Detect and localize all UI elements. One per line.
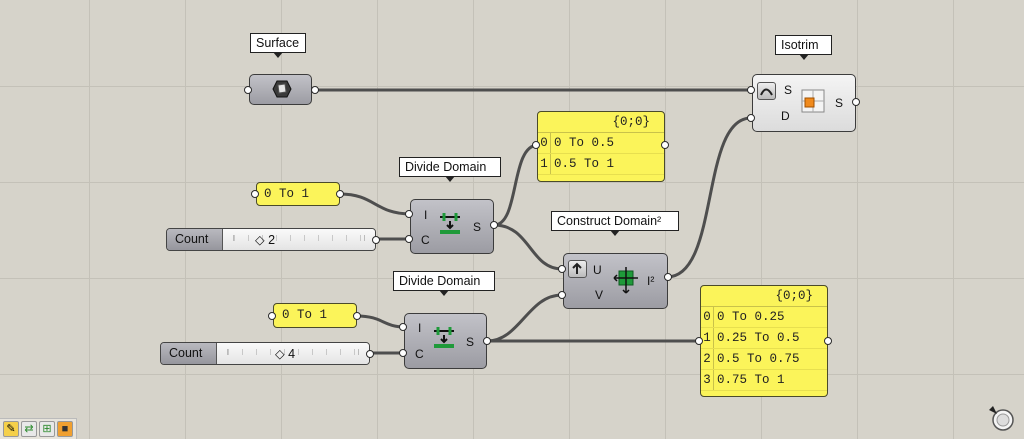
divide-domain-2-label: Divide Domain [393,271,495,296]
construct-output-i2: I² [647,274,655,288]
panel2-output-grip[interactable] [824,337,832,345]
construct-input-u: U [593,263,602,277]
isotrim-output-s: S [835,96,844,110]
domain-param-2-input-grip[interactable] [268,312,276,320]
construct-domain2[interactable]: U V I² [563,253,668,309]
isotrim-input-s: S [784,83,793,97]
surface-param-icon [272,79,292,99]
divide-domain-icon [439,212,461,236]
divide1-input-grip-i[interactable] [405,210,413,218]
panel2-input-grip[interactable] [695,337,703,345]
slider-ticks [233,235,365,241]
count-slider-1[interactable]: Count ◇ 2 [166,228,376,251]
domain-param-2-output-grip[interactable] [353,312,361,320]
divide-domain-2[interactable]: I C S [404,313,487,369]
isotrim-label: Isotrim [775,35,832,60]
domain-hint-icon [568,260,587,278]
count-slider-2[interactable]: Count ◇ 4 [160,342,370,365]
divide2-input-grip-i[interactable] [399,323,407,331]
canvas-toolbar: ✎ ⇄ ⊞ ■ [0,418,77,439]
slider-name: Count [167,229,223,250]
construct-domain2-icon [613,266,639,294]
slider-knob-icon: ◇ [275,347,285,361]
construct-input-v: V [595,288,604,302]
slider1-output-grip[interactable] [372,236,380,244]
construct-input-grip-v[interactable] [558,291,566,299]
slider-track[interactable]: ◇ 4 [217,343,369,364]
domain-param-1[interactable]: 0 To 1 [256,182,340,206]
navigation-compass-icon[interactable] [987,404,1015,432]
slider-name: Count [161,343,217,364]
divide2-output-s: S [466,335,475,349]
divide-domain-icon [433,326,455,350]
slider-value: 4 [288,347,296,361]
slider-knob-icon: ◇ [255,233,265,247]
surface-input-grip[interactable] [244,86,252,94]
construct-input-grip-u[interactable] [558,265,566,273]
stop-icon[interactable]: ■ [57,421,73,437]
divide2-output-grip[interactable] [483,337,491,345]
isotrim-output-grip[interactable] [852,98,860,106]
domain-param-1-input-grip[interactable] [251,190,259,198]
slider2-output-grip[interactable] [366,350,374,358]
wire-icon[interactable]: ⇄ [21,421,37,437]
construct-domain-label: Construct Domain² [551,211,679,236]
panel1-output-grip[interactable] [661,141,669,149]
divide2-input-i: I [418,321,422,335]
panel-header: {0;0} [538,112,664,133]
divide1-input-i: I [424,208,428,222]
surface-label: Surface [250,33,306,58]
divide1-input-c: C [421,233,430,247]
divide1-input-grip-c[interactable] [405,235,413,243]
divide1-output-grip[interactable] [490,221,498,229]
surface-param[interactable] [249,74,312,105]
isotrim-input-grip-d[interactable] [747,114,755,122]
divide-domain-1-label: Divide Domain [399,157,501,182]
domain-param-2[interactable]: 0 To 1 [273,303,357,328]
slider-track[interactable]: ◇ 2 [223,229,375,250]
tree-icon[interactable]: ⊞ [39,421,55,437]
isotrim-input-d: D [781,109,790,123]
panel-header: {0;0} [701,286,827,307]
divide2-input-grip-c[interactable] [399,349,407,357]
slider-value: 2 [268,233,276,247]
slider-knob-value[interactable]: ◇ 4 [275,346,295,361]
surface-output-grip[interactable] [311,86,319,94]
divide1-output-s: S [473,220,482,234]
slider-knob-value[interactable]: ◇ 2 [255,232,275,247]
isotrim-input-grip-s[interactable] [747,86,755,94]
divide-domain-1[interactable]: I C S [410,199,494,254]
sketch-icon[interactable]: ✎ [3,421,19,437]
divide2-input-c: C [415,347,424,361]
isotrim-icon [801,89,825,113]
construct-output-grip[interactable] [664,273,672,281]
surface-hint-icon [757,82,776,100]
isotrim-component[interactable]: S D S [752,74,856,132]
panel1-input-grip[interactable] [532,141,540,149]
slider-ticks [227,349,359,355]
domain-param-1-output-grip[interactable] [336,190,344,198]
